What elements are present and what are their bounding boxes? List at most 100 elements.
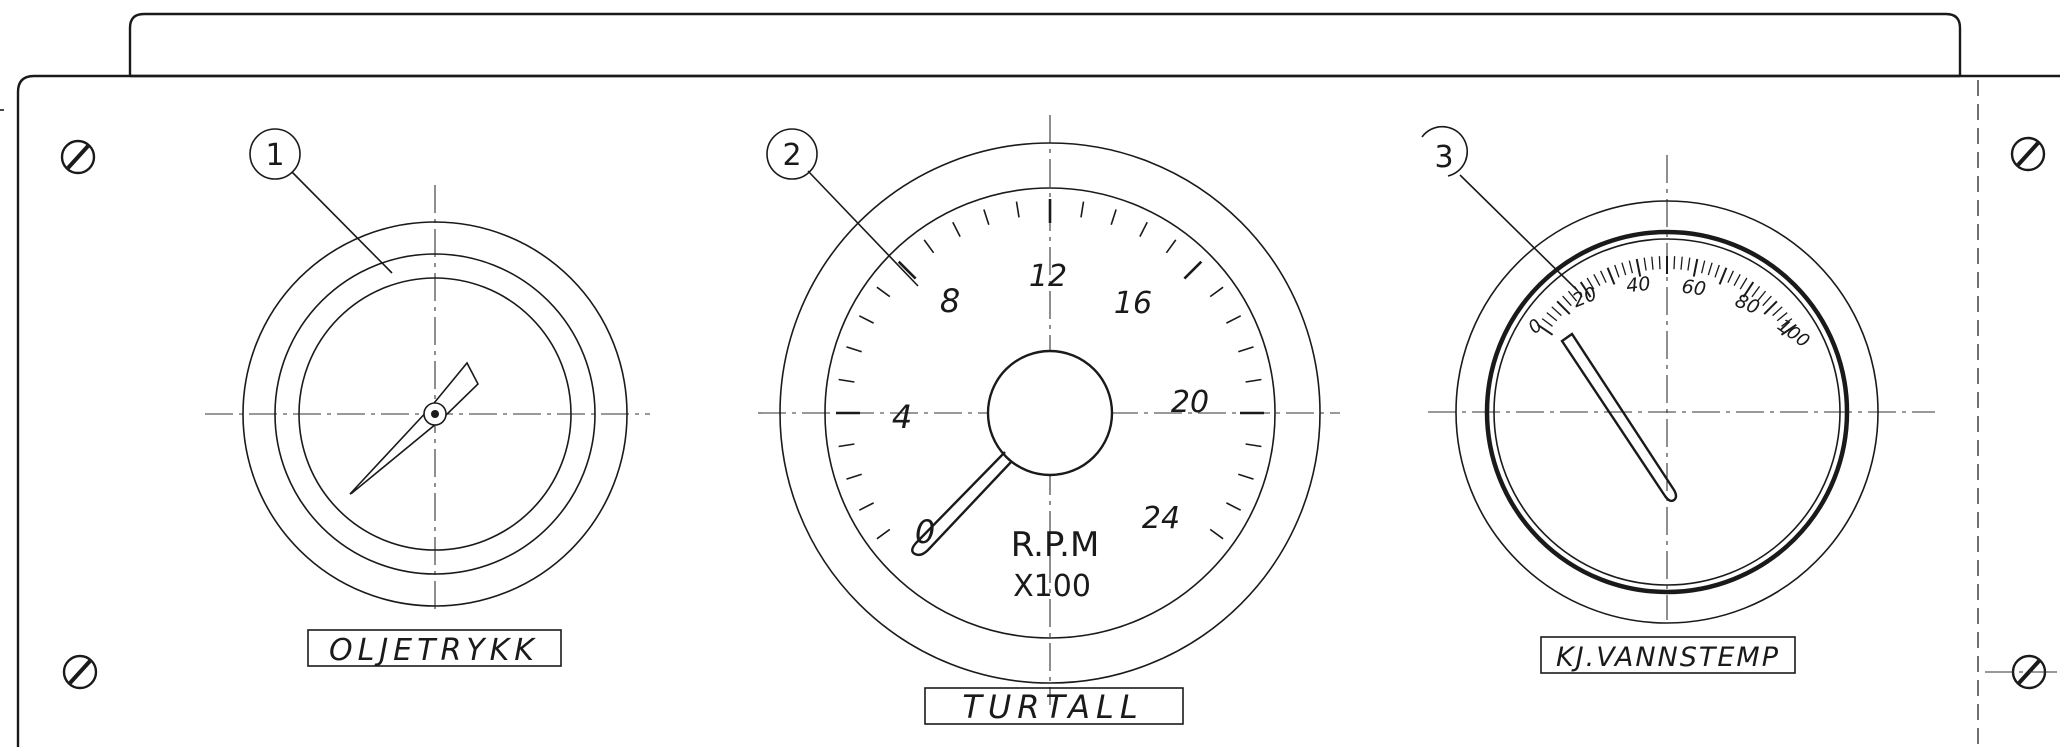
temp-tick [1692, 258, 1699, 277]
panel-top-housing [128, 12, 1962, 76]
temp-gauge-label: KJ.VANNSTEMP [1556, 642, 1780, 673]
rpm-tick [1165, 239, 1177, 254]
temp-tick [1537, 323, 1554, 336]
temp-tick [1680, 256, 1683, 270]
oil-gauge-face [298, 277, 572, 551]
temp-tick [1658, 256, 1661, 270]
temp-tick [1781, 318, 1793, 327]
rpm-tick [858, 315, 874, 324]
panel-outline [16, 74, 2060, 747]
rpm-scale-20: 20 [1171, 385, 1209, 420]
temp-scale-60: 60 [1680, 275, 1707, 300]
rpm-tick [838, 443, 855, 448]
temp-tick [1621, 262, 1627, 276]
temp-tick [1687, 257, 1691, 271]
rpm-tick [846, 473, 862, 480]
callout-3-number: 3 [1434, 140, 1453, 175]
temp-tick [1556, 300, 1571, 315]
rpm-scale-8: 8 [940, 282, 960, 320]
rpm-scale-24: 24 [1142, 501, 1180, 536]
temp-tick [1567, 290, 1578, 302]
callout-1-number: 1 [265, 138, 284, 173]
rpm-tick [846, 346, 862, 353]
temp-tick [1772, 306, 1783, 317]
temp-tick [1718, 267, 1728, 285]
screw-bottom-right [1985, 654, 2060, 690]
temp-gauge-bezel-outer [1455, 200, 1879, 624]
temp-tick [1762, 295, 1772, 307]
temp-scale-0: 0 [1524, 315, 1546, 338]
temp-tick [1776, 312, 1788, 322]
rpm-tick [1245, 378, 1262, 383]
screw-top-left [60, 139, 96, 175]
rpm-scale-4: 4 [892, 398, 912, 436]
rpm-tick [1245, 443, 1262, 448]
temp-tick [1635, 258, 1642, 277]
temp-tick [1586, 277, 1595, 290]
rpm-gauge-face [824, 187, 1276, 639]
temp-tick [1700, 260, 1706, 274]
temp-tick [1751, 286, 1761, 298]
temp-gauge-tick-marks [1537, 256, 1797, 336]
temp-tick [1579, 281, 1592, 298]
rpm-tick [838, 378, 855, 383]
oil-pressure-gauge: 1 OLJETRYKK [205, 128, 650, 668]
rpm-tick [1015, 201, 1020, 218]
temp-tick [1763, 300, 1778, 315]
screw-top-right [2010, 136, 2046, 172]
oil-gauge-label-box [307, 629, 562, 667]
rpm-tick [858, 502, 874, 511]
temp-tick [1742, 281, 1755, 298]
temp-tick [1673, 256, 1676, 270]
rpm-gauge-bezel-outer [779, 142, 1321, 684]
rpm-scale-16: 16 [1114, 286, 1152, 321]
temp-gauge-label-box [1540, 636, 1796, 674]
rpm-tick [1238, 473, 1254, 480]
rpm-tick [1183, 260, 1203, 280]
rpm-tick [1209, 286, 1224, 298]
oil-gauge-bezel-outer [242, 221, 628, 607]
screw-bottom-left [62, 654, 98, 690]
oil-gauge-bezel-ring [274, 253, 596, 575]
rpm-tick [876, 528, 891, 540]
callout-2-leader [807, 170, 919, 287]
rpm-tick [1080, 201, 1085, 218]
temp-tick [1727, 270, 1734, 283]
temp-tick [1614, 264, 1620, 278]
rpm-tick [1226, 502, 1242, 511]
callout-1-leader [291, 171, 393, 274]
rpm-gauge-label-box [924, 687, 1184, 725]
rpm-gauge-hub [986, 349, 1114, 477]
callout-3-circle [1421, 125, 1469, 177]
temp-tick [1562, 295, 1572, 307]
rpm-scale-12: 12 [1029, 259, 1067, 294]
temp-tick [1593, 273, 1601, 287]
rpm-tick [952, 221, 961, 237]
rpm-tick [876, 286, 891, 298]
rpm-tick [1110, 209, 1117, 225]
temp-tick [1707, 262, 1713, 276]
rpm-gauge-label: TURTALL [962, 688, 1143, 726]
temp-tick [1643, 257, 1647, 271]
callout-2-circle [766, 128, 818, 180]
temp-tick [1551, 306, 1562, 317]
rpm-gauge: 0 4 8 12 16 20 24 R.P.M X100 2 TURTALL [758, 115, 1340, 726]
rpm-gauge-tick-marks [836, 199, 1264, 540]
temp-tick [1739, 277, 1748, 290]
temp-tick [1541, 318, 1553, 327]
rpm-tick [1226, 315, 1242, 324]
rpm-tick [897, 260, 917, 280]
temp-gauge-face [1493, 238, 1841, 586]
temp-tick [1651, 256, 1654, 270]
temp-tick [1600, 270, 1607, 283]
temp-tick [1546, 312, 1558, 322]
temp-tick [1714, 264, 1720, 278]
callout-3-leader [1459, 174, 1578, 291]
temp-tick [1628, 260, 1634, 274]
rpm-tick [1238, 346, 1254, 353]
rpm-tick [1139, 221, 1148, 237]
rpm-unit-line1: R.P.M [1011, 525, 1100, 565]
temp-gauge-bezel-ring [1484, 229, 1850, 595]
